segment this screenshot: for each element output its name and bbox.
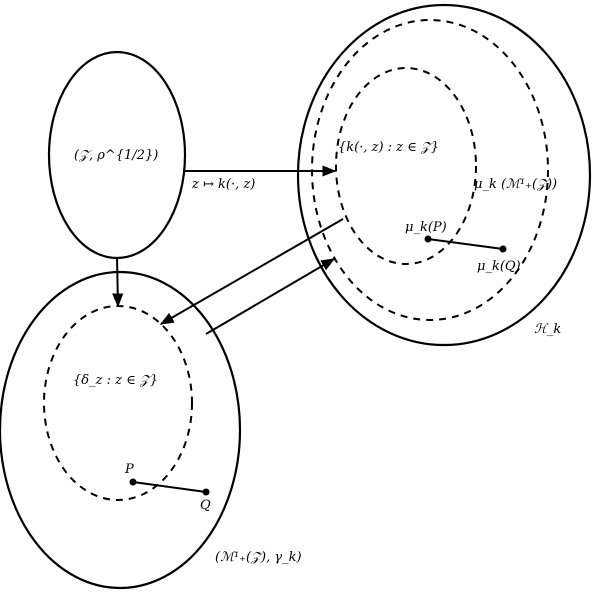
dirac-to-feature-arrow <box>205 258 336 335</box>
mu-q-label: μ_k(Q) <box>477 259 521 274</box>
feature-map-label: z ↦ k(·, z) <box>191 177 255 192</box>
dirac-set-label: {δ_z : z ∈ 𝒵} <box>73 373 158 388</box>
p-q-segment <box>132 481 207 493</box>
q-point <box>202 488 210 496</box>
p-point <box>129 478 137 486</box>
p-label: P <box>124 462 134 477</box>
feature-set-label: {k(·, z) : z ∈ 𝒵} <box>338 140 439 155</box>
embedding-image-dashed-ellipse <box>311 19 549 321</box>
rkhs-ellipse <box>296 3 592 347</box>
metric-space-label: (𝒵, ρ^{1/2}) <box>74 148 158 163</box>
dirac-set-dashed-ellipse <box>43 305 193 501</box>
mu-p-label: μ_k(P) <box>405 220 447 235</box>
embedding-image-label: μ_k (ℳ¹₊(𝒵)) <box>474 177 557 192</box>
measure-space-ellipse <box>0 270 242 590</box>
metric-to-dirac-arrow <box>112 257 124 308</box>
rkhs-label: ℋ_k <box>534 322 561 337</box>
q-label: Q <box>200 498 211 513</box>
mu-p-mu-q-segment <box>427 238 504 250</box>
feature-to-dirac-arrow <box>159 218 344 325</box>
mu-q-point <box>499 245 507 253</box>
mu-p-point <box>424 235 432 243</box>
measure-space-label: (ℳ¹₊(𝒵), γ_k) <box>215 550 302 565</box>
